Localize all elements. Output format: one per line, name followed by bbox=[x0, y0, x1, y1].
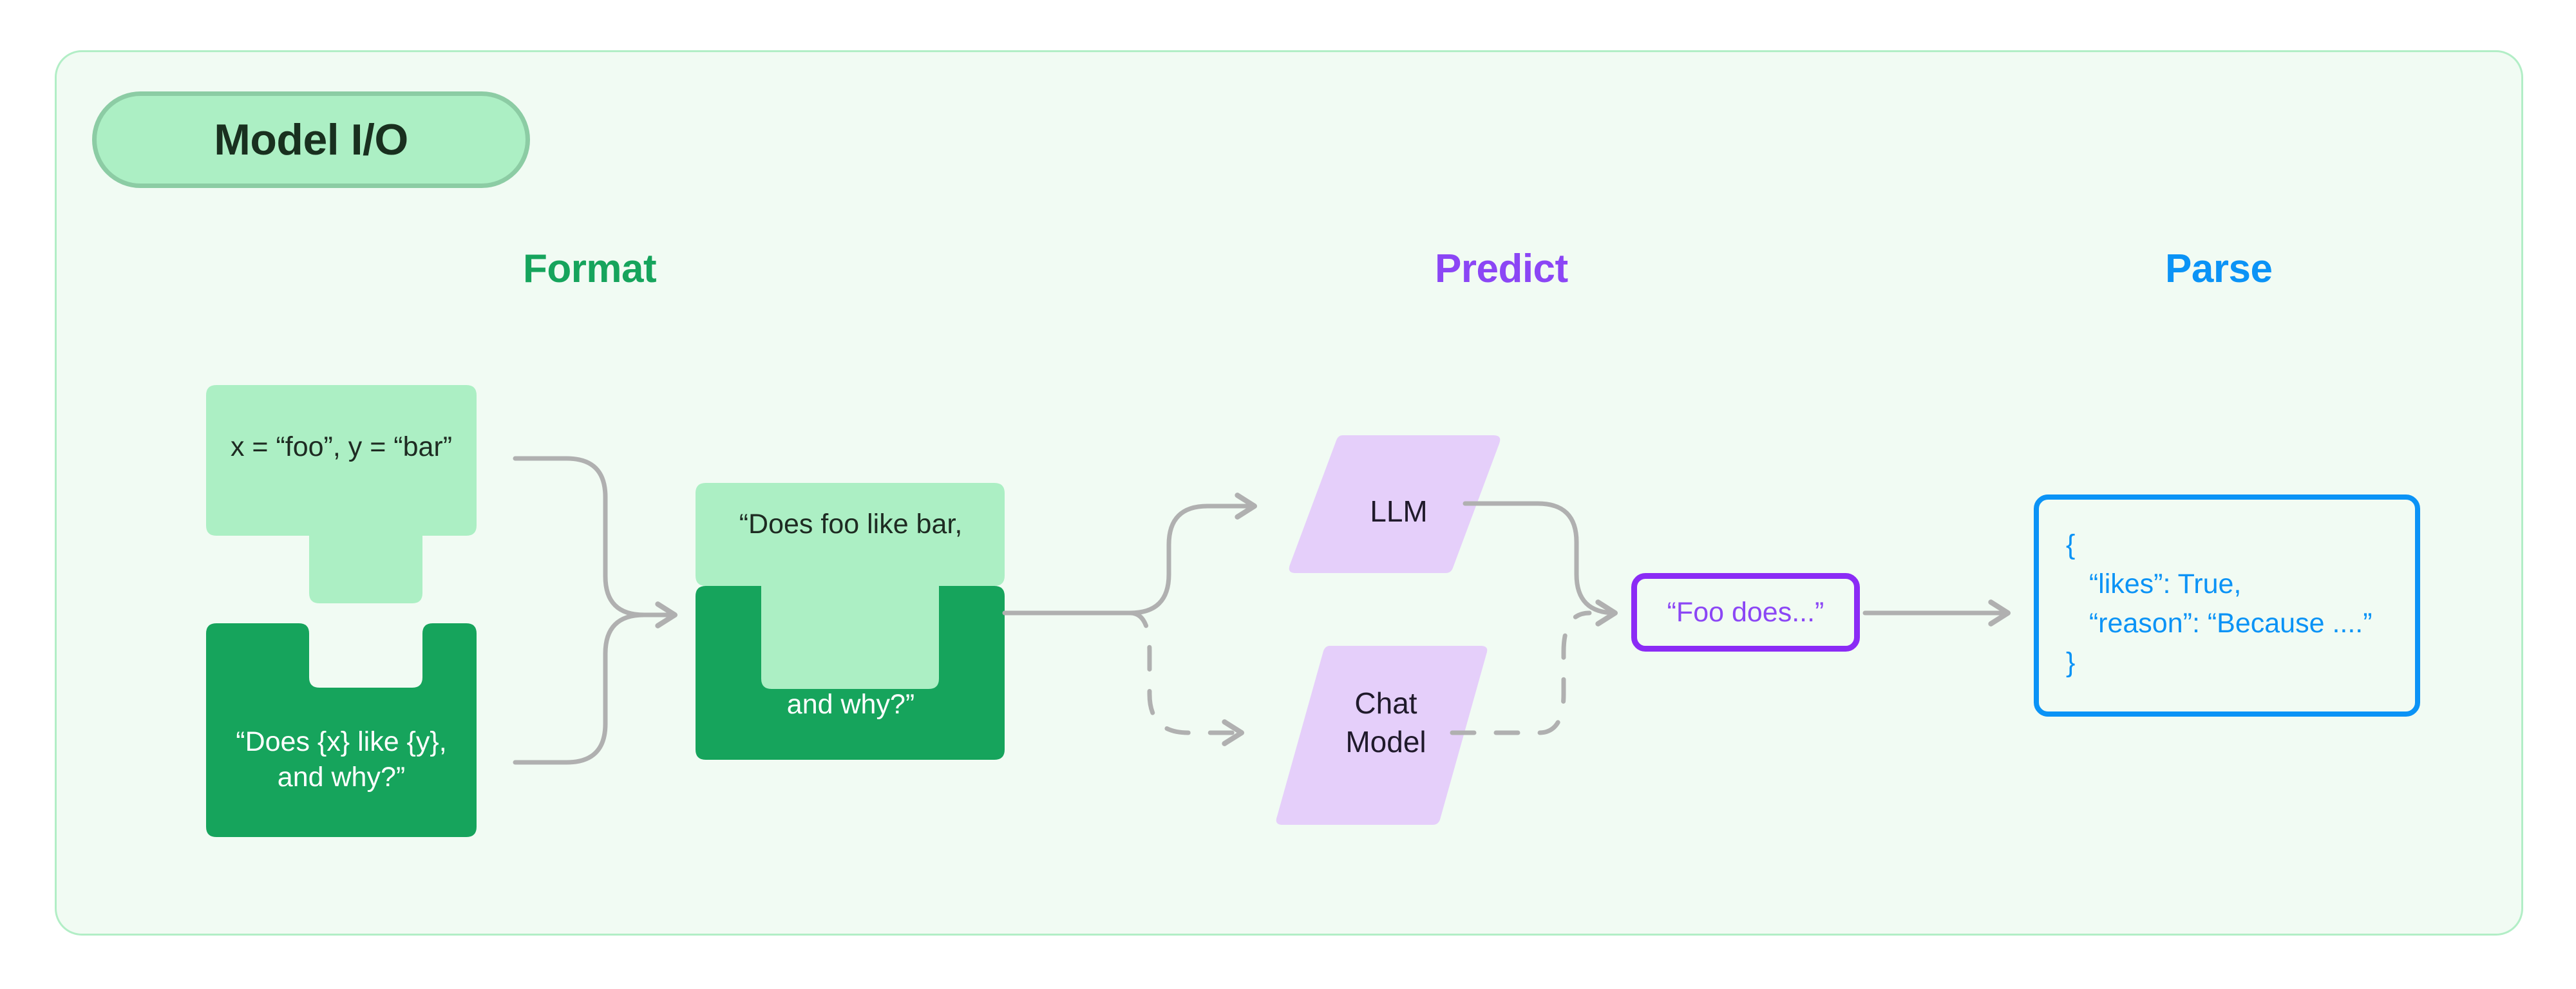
merged-piece-top-label: “Does foo like bar, bbox=[739, 509, 963, 540]
prediction-output-label: “Foo does...” bbox=[1667, 596, 1824, 628]
prediction-output-box: “Foo does...” bbox=[1631, 573, 1860, 652]
json-line: “reason”: “Because ....” bbox=[2066, 608, 2372, 639]
parsed-json-box: { “likes”: True, “reason”: “Because ....… bbox=[2034, 494, 2420, 717]
template-piece-label: “Does {x} like {y}, and why?” bbox=[236, 726, 447, 793]
panel-title-label: Model I/O bbox=[214, 115, 408, 164]
chat-model-node-label: Chat Model bbox=[1345, 686, 1426, 758]
json-line: } bbox=[2066, 647, 2076, 679]
json-line: “likes”: True, bbox=[2066, 569, 2242, 600]
merged-piece-bottom-label: and why?” bbox=[786, 689, 915, 721]
panel-title-badge: Model I/O bbox=[92, 91, 530, 188]
column-header-format: Format bbox=[523, 247, 657, 291]
column-header-parse: Parse bbox=[2165, 247, 2273, 291]
column-header-predict: Predict bbox=[1435, 247, 1568, 291]
json-line: { bbox=[2066, 529, 2076, 560]
llm-node-label: LLM bbox=[1370, 494, 1428, 529]
variables-piece-label: x = “foo”, y = “bar” bbox=[230, 431, 453, 463]
